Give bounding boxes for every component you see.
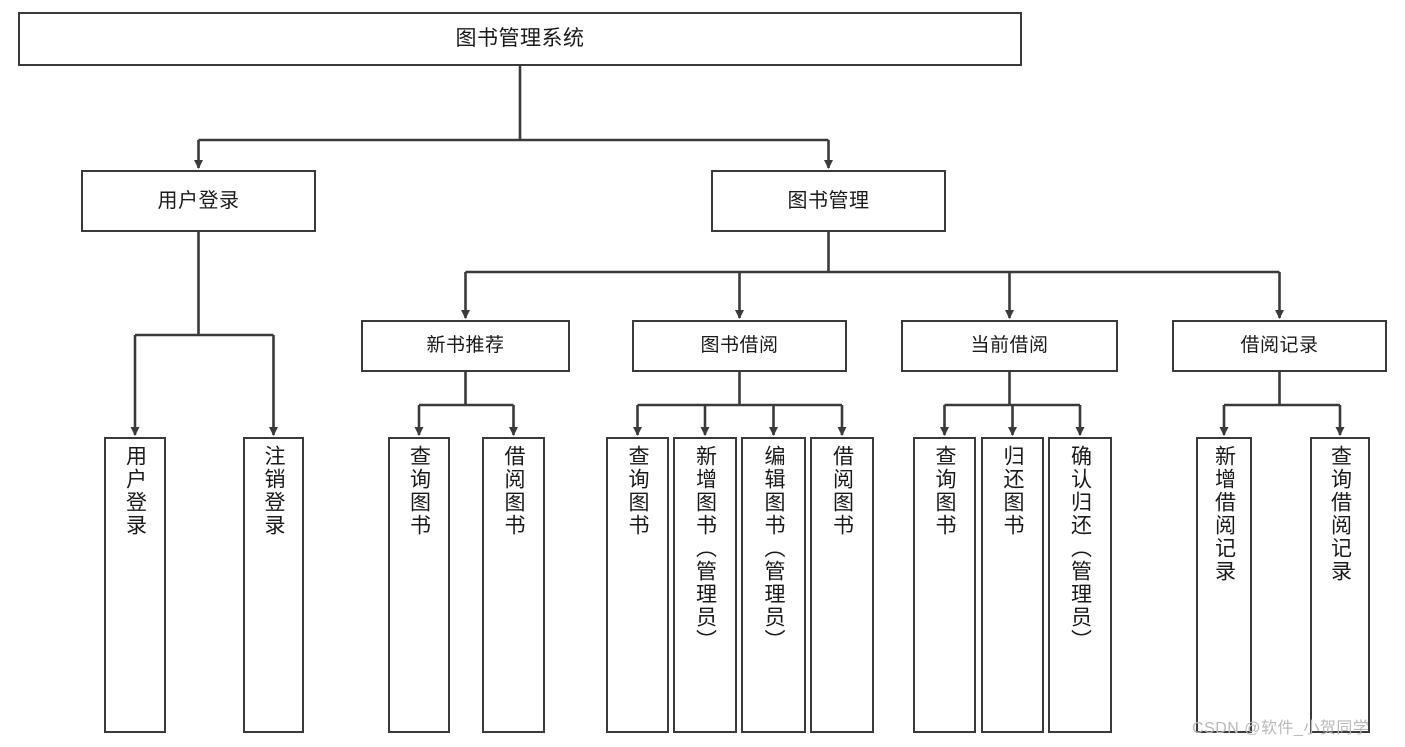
node-root-system[interactable]: 图书管理系统 bbox=[18, 12, 1022, 66]
node-user-login-label: 用户登录 bbox=[157, 189, 240, 212]
node-leaf-return-book[interactable]: 归还图书 bbox=[981, 437, 1044, 733]
node-leaf-query-book-1-label: 查询图书 bbox=[407, 445, 431, 537]
node-leaf-query-book-2[interactable]: 查询图书 bbox=[606, 437, 669, 733]
node-leaf-add-record[interactable]: 新增借阅记录 bbox=[1196, 437, 1252, 733]
node-leaf-add-book[interactable]: 新增图书（管理员） bbox=[673, 437, 737, 733]
node-leaf-confirm-return[interactable]: 确认归还（管理员） bbox=[1048, 437, 1112, 733]
node-leaf-return-book-label: 归还图书 bbox=[1001, 445, 1024, 537]
node-leaf-query-book-3[interactable]: 查询图书 bbox=[913, 437, 976, 733]
node-leaf-edit-book-label: 编辑图书（管理员） bbox=[762, 445, 785, 652]
node-leaf-add-record-label: 新增借阅记录 bbox=[1212, 445, 1236, 583]
node-book-borrow-label: 图书借阅 bbox=[700, 335, 779, 357]
node-root-label: 图书管理系统 bbox=[455, 27, 585, 51]
node-leaf-logout[interactable]: 注销登录 bbox=[243, 437, 304, 733]
node-new-book-recommend-label: 新书推荐 bbox=[426, 335, 505, 357]
node-leaf-borrow-book-2-label: 借阅图书 bbox=[830, 445, 854, 537]
node-leaf-query-record[interactable]: 查询借阅记录 bbox=[1310, 437, 1370, 733]
node-user-login[interactable]: 用户登录 bbox=[81, 170, 316, 232]
node-leaf-logout-label: 注销登录 bbox=[262, 445, 285, 537]
node-leaf-query-book-3-label: 查询图书 bbox=[933, 445, 956, 537]
node-leaf-borrow-book-1-label: 借阅图书 bbox=[502, 445, 525, 537]
node-book-manage[interactable]: 图书管理 bbox=[711, 170, 946, 232]
node-new-book-recommend[interactable]: 新书推荐 bbox=[361, 320, 570, 372]
node-leaf-query-book-1[interactable]: 查询图书 bbox=[388, 437, 450, 733]
node-leaf-borrow-book-1[interactable]: 借阅图书 bbox=[482, 437, 545, 733]
node-current-borrow-label: 当前借阅 bbox=[970, 335, 1049, 357]
node-leaf-user-login[interactable]: 用户登录 bbox=[104, 437, 166, 733]
node-book-manage-label: 图书管理 bbox=[787, 189, 870, 212]
node-current-borrow[interactable]: 当前借阅 bbox=[901, 320, 1118, 372]
node-book-borrow[interactable]: 图书借阅 bbox=[632, 320, 847, 372]
node-leaf-query-book-2-label: 查询图书 bbox=[626, 445, 649, 537]
node-borrow-record-label: 借阅记录 bbox=[1240, 335, 1319, 357]
node-leaf-add-book-label: 新增图书（管理员） bbox=[693, 445, 717, 652]
node-leaf-query-record-label: 查询借阅记录 bbox=[1328, 445, 1352, 583]
node-leaf-borrow-book-2[interactable]: 借阅图书 bbox=[810, 437, 874, 733]
node-leaf-edit-book[interactable]: 编辑图书（管理员） bbox=[741, 437, 806, 733]
csdn-watermark: CSDN @软件_小贺同学 bbox=[1192, 720, 1370, 737]
node-leaf-user-login-label: 用户登录 bbox=[123, 445, 147, 537]
node-leaf-confirm-return-label: 确认归还（管理员） bbox=[1068, 445, 1092, 652]
node-borrow-record[interactable]: 借阅记录 bbox=[1172, 320, 1387, 372]
